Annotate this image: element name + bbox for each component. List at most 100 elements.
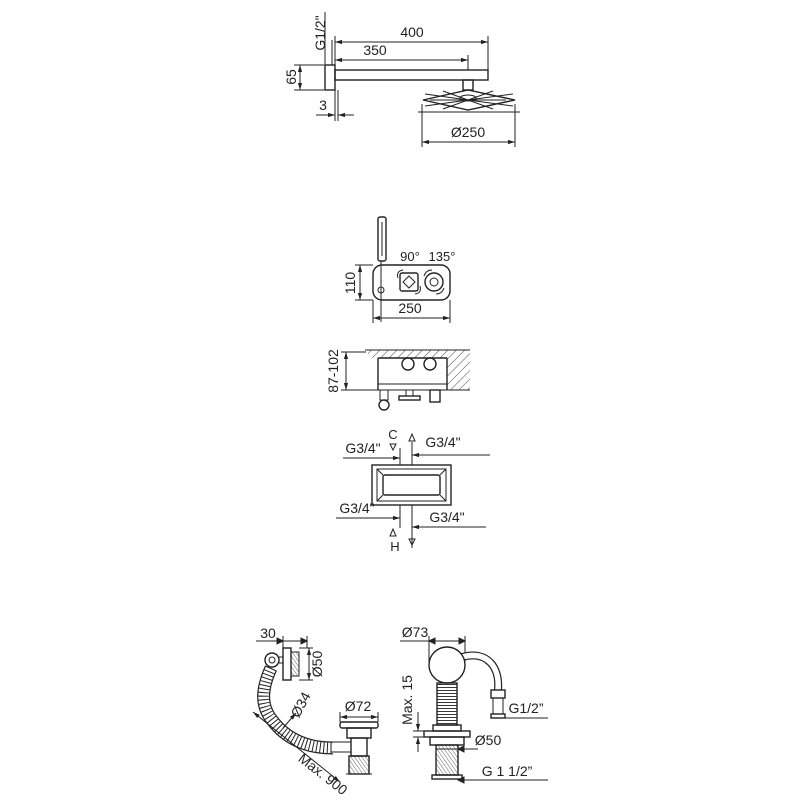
flow-out-arrow-icon bbox=[408, 432, 416, 442]
diverter-knob bbox=[397, 269, 421, 295]
mixer-panel-view: 90° 135° 110 250 bbox=[342, 216, 456, 323]
shower-arm-view: 400 350 G1/2" 65 3 Ø250 bbox=[283, 12, 520, 147]
box-corner-line bbox=[439, 468, 447, 476]
waste-body bbox=[346, 727, 372, 739]
top-left-thread-label: G3/4" bbox=[345, 440, 380, 456]
wall-hatch-top bbox=[368, 350, 470, 358]
dim-box-depth-label: 87-102 bbox=[325, 349, 341, 393]
waste-plug bbox=[339, 721, 379, 729]
valve-stem bbox=[405, 389, 414, 397]
wall-hatch-side bbox=[447, 358, 470, 390]
dim-height-label: 65 bbox=[283, 69, 299, 85]
box-corner-line bbox=[376, 494, 384, 502]
shower-head-hub bbox=[459, 94, 477, 102]
shower-head-rib bbox=[442, 90, 469, 101]
flow-out-arrow-icon bbox=[408, 538, 416, 547]
spout-plate bbox=[423, 730, 471, 738]
dim-arrow bbox=[276, 637, 285, 645]
box-outer bbox=[371, 464, 452, 506]
dim-arrow bbox=[456, 745, 465, 753]
hot-label: H bbox=[390, 539, 399, 554]
dim-arm-length-label: 350 bbox=[363, 42, 387, 58]
shower-head-rib bbox=[467, 99, 514, 107]
thermostat-knob-center bbox=[429, 277, 439, 287]
shower-head bbox=[422, 89, 516, 111]
box-corner-line bbox=[376, 468, 384, 476]
rotate-arrow-icon bbox=[435, 287, 445, 295]
head-connector bbox=[462, 79, 474, 91]
hand-shower bbox=[377, 216, 387, 262]
rotate-arrow-icon bbox=[423, 269, 433, 277]
hose-fitting-end bbox=[490, 713, 506, 719]
angle-right-label: 135° bbox=[429, 249, 456, 264]
dim-thread-label: G1/2" bbox=[312, 15, 328, 50]
box-inner bbox=[376, 468, 447, 502]
control-panel bbox=[372, 264, 451, 301]
rotate-arrow-icon bbox=[397, 269, 404, 279]
dim-max-length-label: Max. 900 bbox=[295, 750, 350, 798]
dim-panel-height-label: 110 bbox=[342, 272, 358, 295]
thermostat-knob bbox=[423, 269, 445, 295]
bottom-left-thread-label: G3/4" bbox=[339, 500, 374, 516]
dim-line-hose-diameter bbox=[282, 712, 297, 729]
diverter-knob-body bbox=[399, 272, 419, 292]
bottom-right-thread-label: G3/4" bbox=[429, 509, 464, 525]
shower-head-rib bbox=[467, 99, 494, 110]
shower-head-rib bbox=[442, 99, 469, 110]
dim-arrow bbox=[456, 776, 465, 784]
top-right-thread-label: G3/4" bbox=[425, 434, 460, 450]
rotate-arrow-icon bbox=[414, 285, 421, 295]
hose-fitting-body bbox=[492, 697, 504, 715]
shower-arm bbox=[334, 69, 489, 81]
spout-hose-outline bbox=[460, 651, 503, 691]
valve-handle bbox=[398, 395, 421, 401]
pipe-fitting-right bbox=[429, 389, 441, 403]
bath-spout-view: Ø73 G1/2” Max. 15 Ø50 G 1 1/2” bbox=[399, 624, 548, 784]
overflow-flange bbox=[282, 647, 292, 681]
dim-base-thread-label: G 1 1/2” bbox=[482, 763, 533, 779]
thermostat-knob-body bbox=[424, 272, 444, 292]
dim-spout-head-label: Ø73 bbox=[402, 624, 429, 640]
spout-head bbox=[428, 646, 466, 684]
overflow-cover bbox=[290, 651, 300, 677]
dim-panel-width-label: 250 bbox=[398, 300, 422, 316]
box-recess bbox=[382, 474, 441, 496]
dim-arrow bbox=[427, 637, 436, 645]
overflow-ring-inner bbox=[268, 656, 276, 664]
spout-column bbox=[436, 682, 458, 726]
flow-in-arrow-icon bbox=[389, 527, 397, 537]
dim-total-length-label: 400 bbox=[400, 24, 424, 40]
overflow-ring bbox=[264, 652, 280, 668]
valve-port bbox=[423, 357, 437, 371]
angle-left-label: 90° bbox=[400, 249, 420, 264]
dim-arrow bbox=[458, 637, 467, 645]
cold-label: C bbox=[388, 427, 397, 442]
dim-overflow-diameter-label: Ø50 bbox=[309, 651, 325, 678]
hose-junction bbox=[330, 741, 352, 753]
connections-view: C G3/4" G3/4" G3/4" G3/4" H bbox=[336, 427, 490, 554]
dim-flange-depth-label: 30 bbox=[260, 625, 276, 641]
dim-line-max-length bbox=[252, 711, 341, 783]
dim-head-diameter-label: Ø250 bbox=[451, 124, 485, 140]
wall-flange bbox=[324, 64, 336, 91]
inwall-box-view: 87-102 bbox=[325, 349, 470, 411]
spout-collar bbox=[432, 724, 462, 732]
dim-hose-thread-label: G1/2” bbox=[508, 700, 543, 716]
valve-port bbox=[401, 357, 415, 371]
dim-hose-diameter-label: Ø34 bbox=[287, 689, 314, 720]
dim-base-diameter-label: Ø50 bbox=[475, 732, 502, 748]
pipe-fitting-left bbox=[379, 389, 389, 401]
hose-outlet bbox=[377, 286, 385, 294]
spout-hose-fill bbox=[461, 652, 501, 691]
shower-head-rib bbox=[467, 90, 494, 101]
dim-gap-label: 3 bbox=[319, 97, 327, 113]
spout-nut bbox=[429, 736, 465, 746]
hose-fitting-nut bbox=[490, 689, 506, 699]
waste-trap bbox=[350, 737, 368, 757]
shower-head-rib bbox=[424, 99, 469, 107]
bath-waste-view: Ø34 30 Ø50 Ø72 Max. 900 bbox=[252, 625, 379, 798]
diverter-knob-inner bbox=[402, 275, 416, 289]
spout-hose bbox=[460, 651, 503, 691]
waste-outlet bbox=[348, 755, 370, 775]
